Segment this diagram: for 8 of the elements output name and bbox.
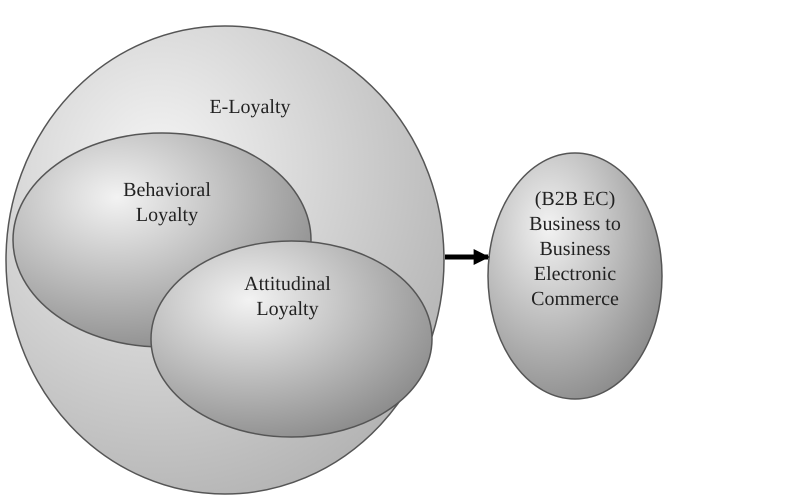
node-label: Behavioral Loyalty bbox=[122, 178, 212, 228]
arrow bbox=[444, 249, 490, 265]
node-label: (B2B EC) Business to Business Electronic Commerce bbox=[528, 187, 622, 312]
ellipse-node bbox=[150, 240, 433, 438]
ellipse-node bbox=[5, 25, 445, 495]
node-label: Attitudinal Loyalty bbox=[243, 272, 332, 322]
node-label: E-Loyalty bbox=[208, 95, 292, 120]
ellipse-node bbox=[487, 152, 663, 400]
